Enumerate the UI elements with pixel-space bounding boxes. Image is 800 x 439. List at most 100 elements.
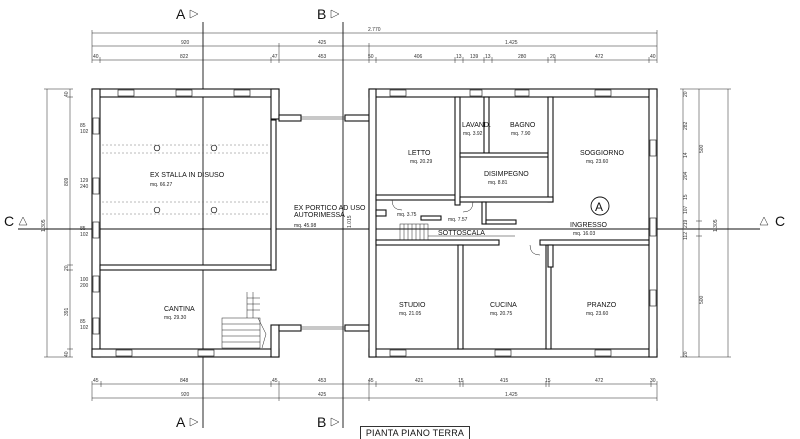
dim-top-seg-5: 406 bbox=[414, 54, 423, 60]
dim-left-small-4-0: 85 bbox=[80, 319, 86, 325]
room-lavand-area: mq. 3.92 bbox=[463, 131, 483, 137]
dim-top-seg-8: 13 bbox=[485, 54, 491, 60]
wall-portico-north-b bbox=[344, 114, 370, 122]
dim-bottom-seg-3: 453 bbox=[318, 378, 327, 384]
room-soggiorno-name: SOGGIORNO bbox=[580, 150, 625, 157]
dim-bottom-right: 1.425 bbox=[505, 392, 518, 398]
dim-bottom-seg-0: 45 bbox=[93, 378, 99, 384]
dim-top-total: 2.770 bbox=[368, 27, 381, 33]
room-pranzo-name: PRANZO bbox=[587, 302, 617, 309]
dim-bottom-mid: 425 bbox=[318, 392, 327, 398]
wall-right-north bbox=[368, 88, 658, 98]
dim-left-small-2-0: 85 bbox=[80, 226, 86, 232]
dim-right-seg-5: 107 bbox=[683, 205, 689, 214]
dim-top-seg-11: 472 bbox=[595, 54, 604, 60]
dim-left-mid: 20 bbox=[64, 265, 70, 271]
dim-top-mid: 425 bbox=[318, 40, 327, 46]
drawing-title: PIANTA PIANO TERRA bbox=[360, 426, 470, 439]
dim-top-seg-7: 139 bbox=[470, 54, 479, 60]
wall-left-east-upper bbox=[270, 88, 280, 120]
room-studio-area: mq. 21.05 bbox=[399, 311, 421, 317]
dim-right-total: 1.305 bbox=[713, 219, 719, 232]
room-bagno-name: BAGNO bbox=[510, 122, 536, 129]
room-portico-name: EX PORTICO AD USO AUTORIMESSA bbox=[294, 205, 367, 219]
dim-top-right: 1.425 bbox=[505, 40, 518, 46]
section-mark-a-bottom: A bbox=[176, 414, 186, 430]
dim-bottom-seg-7: 415 bbox=[500, 378, 509, 384]
room-ingresso-area: mq. 16.03 bbox=[573, 231, 595, 237]
room-cucina-name: CUCINA bbox=[490, 302, 517, 309]
dim-right-upper: 500 bbox=[699, 144, 705, 153]
dim-bottom-seg-8: 15 bbox=[545, 378, 551, 384]
wall-portico-north bbox=[278, 114, 302, 122]
dim-left-total: 1.305 bbox=[41, 219, 47, 232]
section-arrow-c-right-icon bbox=[759, 216, 769, 226]
dim-top-left: 920 bbox=[181, 40, 190, 46]
dim-left-small-2-1: 102 bbox=[80, 232, 89, 238]
dim-left-small-0-1: 102 bbox=[80, 129, 89, 135]
dim-bottom-seg-5: 421 bbox=[415, 378, 424, 384]
section-arrow-c-left-icon bbox=[18, 216, 28, 226]
room-disimpegno-name: DISIMPEGNO bbox=[484, 171, 529, 178]
wall-right-west bbox=[368, 88, 377, 358]
section-mark-b-top: B bbox=[317, 6, 326, 22]
dim-bottom-seg-2: 45 bbox=[272, 378, 278, 384]
dim-right-seg-1: 282 bbox=[683, 121, 689, 130]
dim-right-seg-3: 204 bbox=[683, 171, 689, 180]
column-marker bbox=[210, 144, 218, 152]
dim-right-seg-2: 14 bbox=[683, 152, 689, 158]
dim-left-top: 40 bbox=[64, 91, 70, 97]
wall-portico-south-b bbox=[344, 324, 370, 332]
wall-left-east-lower bbox=[270, 324, 280, 358]
section-arrow-b-top-icon bbox=[330, 9, 340, 19]
section-mark-b-bottom: B bbox=[317, 414, 326, 430]
dim-bottom-left: 920 bbox=[181, 392, 190, 398]
dim-top-seg-2: 47 bbox=[272, 54, 278, 60]
column-marker bbox=[153, 144, 161, 152]
dim-right-seg-8: 20 bbox=[683, 351, 689, 357]
dim-left-small-3-1: 200 bbox=[80, 283, 89, 289]
room-letto-area: mq. 20.29 bbox=[410, 159, 432, 165]
dim-top-seg-12: 40 bbox=[650, 54, 656, 60]
dim-left-small-4-1: 102 bbox=[80, 325, 89, 331]
room-portico-name-line2: AUTORIMESSA bbox=[294, 212, 345, 219]
section-arrow-a-bottom-icon bbox=[189, 417, 199, 427]
room-bagno-area: mq. 7.90 bbox=[511, 131, 531, 137]
dim-bottom-seg-1: 848 bbox=[180, 378, 189, 384]
wall-stalla-east bbox=[270, 119, 277, 271]
dim-top-seg-6: 13 bbox=[456, 54, 462, 60]
dim-top-seg-9: 280 bbox=[518, 54, 527, 60]
section-arrow-b-bottom-icon bbox=[330, 417, 340, 427]
wall-right-south bbox=[368, 348, 658, 358]
entrance-marker-icon bbox=[590, 196, 610, 216]
dim-left-bottom: 40 bbox=[64, 351, 70, 357]
room-disimpegno-area: mq. 8.81 bbox=[488, 180, 508, 186]
room-stalla-area: mq. 66.27 bbox=[150, 182, 172, 188]
room-sottoscala-name: SOTTOSCALA bbox=[438, 230, 485, 237]
dim-top-seg-3: 453 bbox=[318, 54, 327, 60]
section-mark-a-top: A bbox=[176, 6, 186, 22]
room-cantina-area: mq. 29.30 bbox=[164, 315, 186, 321]
dim-top-seg-4: 50 bbox=[368, 54, 374, 60]
dim-bottom-seg-9: 472 bbox=[595, 378, 604, 384]
dim-left-small-3-0: 100 bbox=[80, 277, 89, 283]
dim-bottom-seg-4: 45 bbox=[368, 378, 374, 384]
room-cantina-name: CANTINA bbox=[164, 306, 195, 313]
section-mark-c-left: C bbox=[4, 213, 14, 229]
room-ripostiglio-a-area: mq. 3.75 bbox=[397, 212, 417, 218]
dim-mid-width: 1.015 bbox=[347, 215, 353, 228]
wall-stalla-cantina bbox=[99, 264, 272, 271]
dim-left-upper: 809 bbox=[64, 177, 70, 186]
dim-right-seg-6: 219 bbox=[683, 219, 689, 228]
section-arrow-a-top-icon bbox=[189, 9, 199, 19]
room-letto-name: LETTO bbox=[408, 150, 431, 157]
dim-right-lower: 500 bbox=[699, 295, 705, 304]
dim-bottom-seg-6: 15 bbox=[458, 378, 464, 384]
dim-bottom-seg-10: 30 bbox=[650, 378, 656, 384]
cantina-staircase bbox=[221, 292, 267, 349]
room-pranzo-area: mq. 23.60 bbox=[586, 311, 608, 317]
room-stalla-name: EX STALLA IN DISUSO bbox=[150, 172, 225, 179]
room-lavand-name: LAVAND. bbox=[462, 122, 491, 129]
room-portico-name-line1: EX PORTICO AD USO bbox=[294, 205, 366, 212]
